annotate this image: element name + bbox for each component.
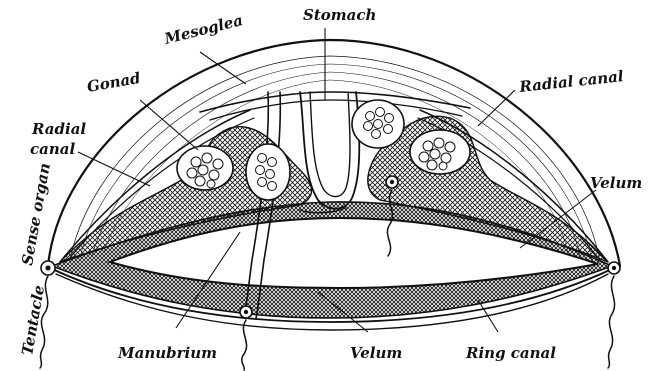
label-velum-right: Velum: [590, 174, 642, 192]
gonad-center-left: [246, 144, 290, 200]
gonad-right: [410, 130, 470, 174]
label-radial-canal-left-1: Radial: [31, 120, 86, 138]
gonad-left: [177, 146, 233, 190]
label-ring-canal: Ring canal: [465, 344, 556, 362]
label-sense-organ: Sense organ: [18, 162, 54, 267]
label-radial-canal-right: Radial canal: [518, 67, 625, 96]
label-gonad: Gonad: [86, 69, 143, 96]
label-radial-canal-left-2: canal: [30, 140, 75, 158]
tentacle-right: [608, 276, 615, 368]
sense-organ-left: [41, 261, 55, 275]
gonad-center-right: [352, 100, 404, 148]
label-manubrium: Manubrium: [117, 344, 217, 362]
sense-organ-bottom: [240, 306, 252, 318]
label-stomach: Stomach: [303, 6, 376, 24]
sense-organ-right: [608, 262, 620, 274]
tentacle-bottom: [242, 320, 247, 370]
label-mesoglea: Mesoglea: [162, 11, 245, 48]
label-velum-bottom: Velum: [350, 344, 402, 362]
sense-organ-inner: [386, 176, 398, 188]
